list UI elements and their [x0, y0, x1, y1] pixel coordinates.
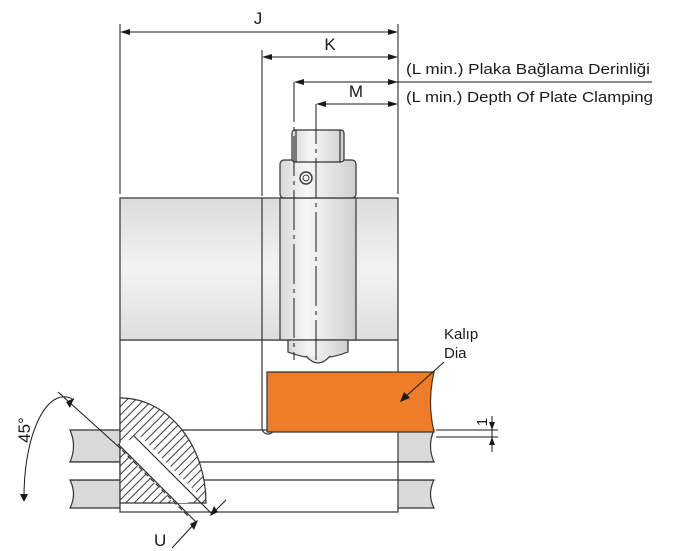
depth-label-tr: (L min.) Plaka Bağlama Derinliği: [406, 61, 650, 78]
clamp-bolt: [279, 129, 357, 364]
label-k: K: [324, 35, 336, 54]
depth-label-en: (L min.) Depth Of Plate Clamping: [406, 89, 653, 106]
mold-label-en: Dia: [444, 345, 467, 362]
label-gap: 1: [474, 418, 491, 426]
label-angle: 45°: [15, 417, 34, 443]
mold-callout: Kalıp Dia: [400, 326, 478, 402]
dimension-u: U: [154, 499, 227, 550]
label-u: U: [154, 531, 166, 550]
dimension-angle: 45°: [15, 391, 121, 502]
hatched-section: [117, 397, 213, 523]
dimension-gap: 1: [436, 416, 498, 452]
mold-label-tr: Kalıp: [444, 326, 478, 343]
dimension-k: K: [262, 35, 398, 60]
dimension-l: (L min.) Plaka Bağlama Derinliği (L min.…: [294, 61, 653, 106]
dimension-m: M: [316, 82, 398, 107]
label-j: J: [254, 9, 263, 28]
label-m: M: [349, 82, 363, 101]
dimension-j: J: [120, 9, 398, 35]
mold-plate: [266, 371, 435, 433]
